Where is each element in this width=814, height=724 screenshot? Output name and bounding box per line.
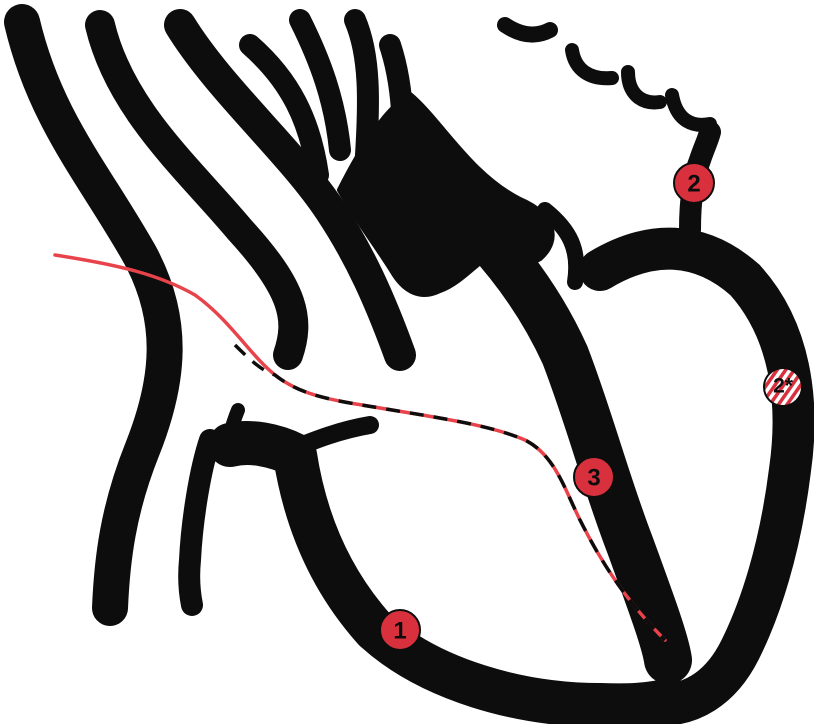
top-arc-3 xyxy=(628,72,660,102)
marker-3-label: 3 xyxy=(587,465,600,492)
marker-2: 2 xyxy=(674,163,714,203)
marker-2-label: 2 xyxy=(687,171,700,198)
marker-3: 3 xyxy=(574,457,614,497)
marker-1: 1 xyxy=(380,610,420,650)
top-arc-4 xyxy=(672,95,710,125)
top-arc-1 xyxy=(505,25,550,35)
top-arc-2 xyxy=(572,50,612,78)
marker-1-label: 1 xyxy=(393,618,406,645)
lower-stump xyxy=(189,440,210,605)
marker-2star-label: 2* xyxy=(773,375,794,398)
ear-branch xyxy=(290,425,370,450)
marker-2star: 2* xyxy=(764,368,802,406)
